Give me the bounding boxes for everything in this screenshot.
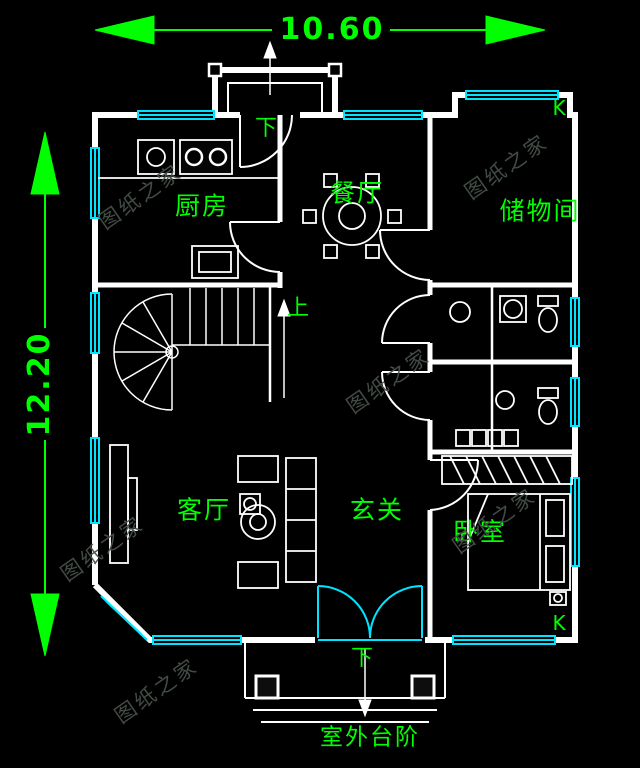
porch-bottom-steps: [244, 640, 446, 723]
coffee-table: [240, 504, 276, 540]
bathroom-fixtures: [449, 295, 559, 447]
window-mark-k-top: K: [552, 96, 566, 120]
room-label-kitchen: 厨房: [174, 191, 230, 221]
room-label-dining: 餐厅: [329, 178, 385, 208]
room-label-storage: 储物间: [499, 196, 581, 226]
staircase: [113, 288, 270, 411]
entry-top-down-label: 下: [254, 116, 278, 141]
dimension-left-arrows: [30, 131, 60, 657]
stairs-up-label: 上: [286, 296, 310, 321]
arrow-down-icon: [30, 593, 60, 657]
outdoor-steps-label: 室外台阶: [320, 724, 420, 751]
interior-walls: [95, 115, 575, 640]
window-mark-k-bottom: K: [552, 611, 566, 635]
porch-column-right: [410, 674, 436, 700]
wardrobe: [441, 455, 573, 485]
toilet: [538, 307, 558, 333]
dimension-height-label: 12.20: [22, 331, 57, 437]
entry-bottom-down-label: 下: [350, 646, 374, 671]
room-label-foyer: 玄关: [349, 495, 405, 525]
kitchen-furniture: [98, 139, 278, 279]
living-room-furniture: [109, 444, 317, 589]
partition-walls: [268, 285, 494, 452]
porch-top: [207, 62, 343, 115]
dimension-top-arrows: [94, 15, 546, 45]
dining-table: [302, 173, 402, 259]
bottom-steps-arrow-icon: [358, 648, 372, 718]
toilet: [538, 399, 558, 425]
room-label-bedroom: 卧室: [452, 517, 508, 547]
top-entry-arrow-icon: [263, 40, 277, 95]
doors: [229, 114, 480, 511]
arrow-left-icon: [94, 15, 155, 45]
stairs-up-arrow-icon: [277, 298, 291, 398]
fridge: [191, 245, 239, 279]
bedroom-furniture: [441, 455, 573, 606]
dimension-width-label: 10.60: [279, 12, 385, 47]
room-label-living: 客厅: [176, 495, 232, 525]
porch-column-left: [254, 674, 280, 700]
arrow-up-icon: [30, 131, 60, 195]
entrance-double-door: [317, 585, 423, 641]
arrow-right-icon: [485, 15, 546, 45]
windows: [90, 90, 580, 645]
